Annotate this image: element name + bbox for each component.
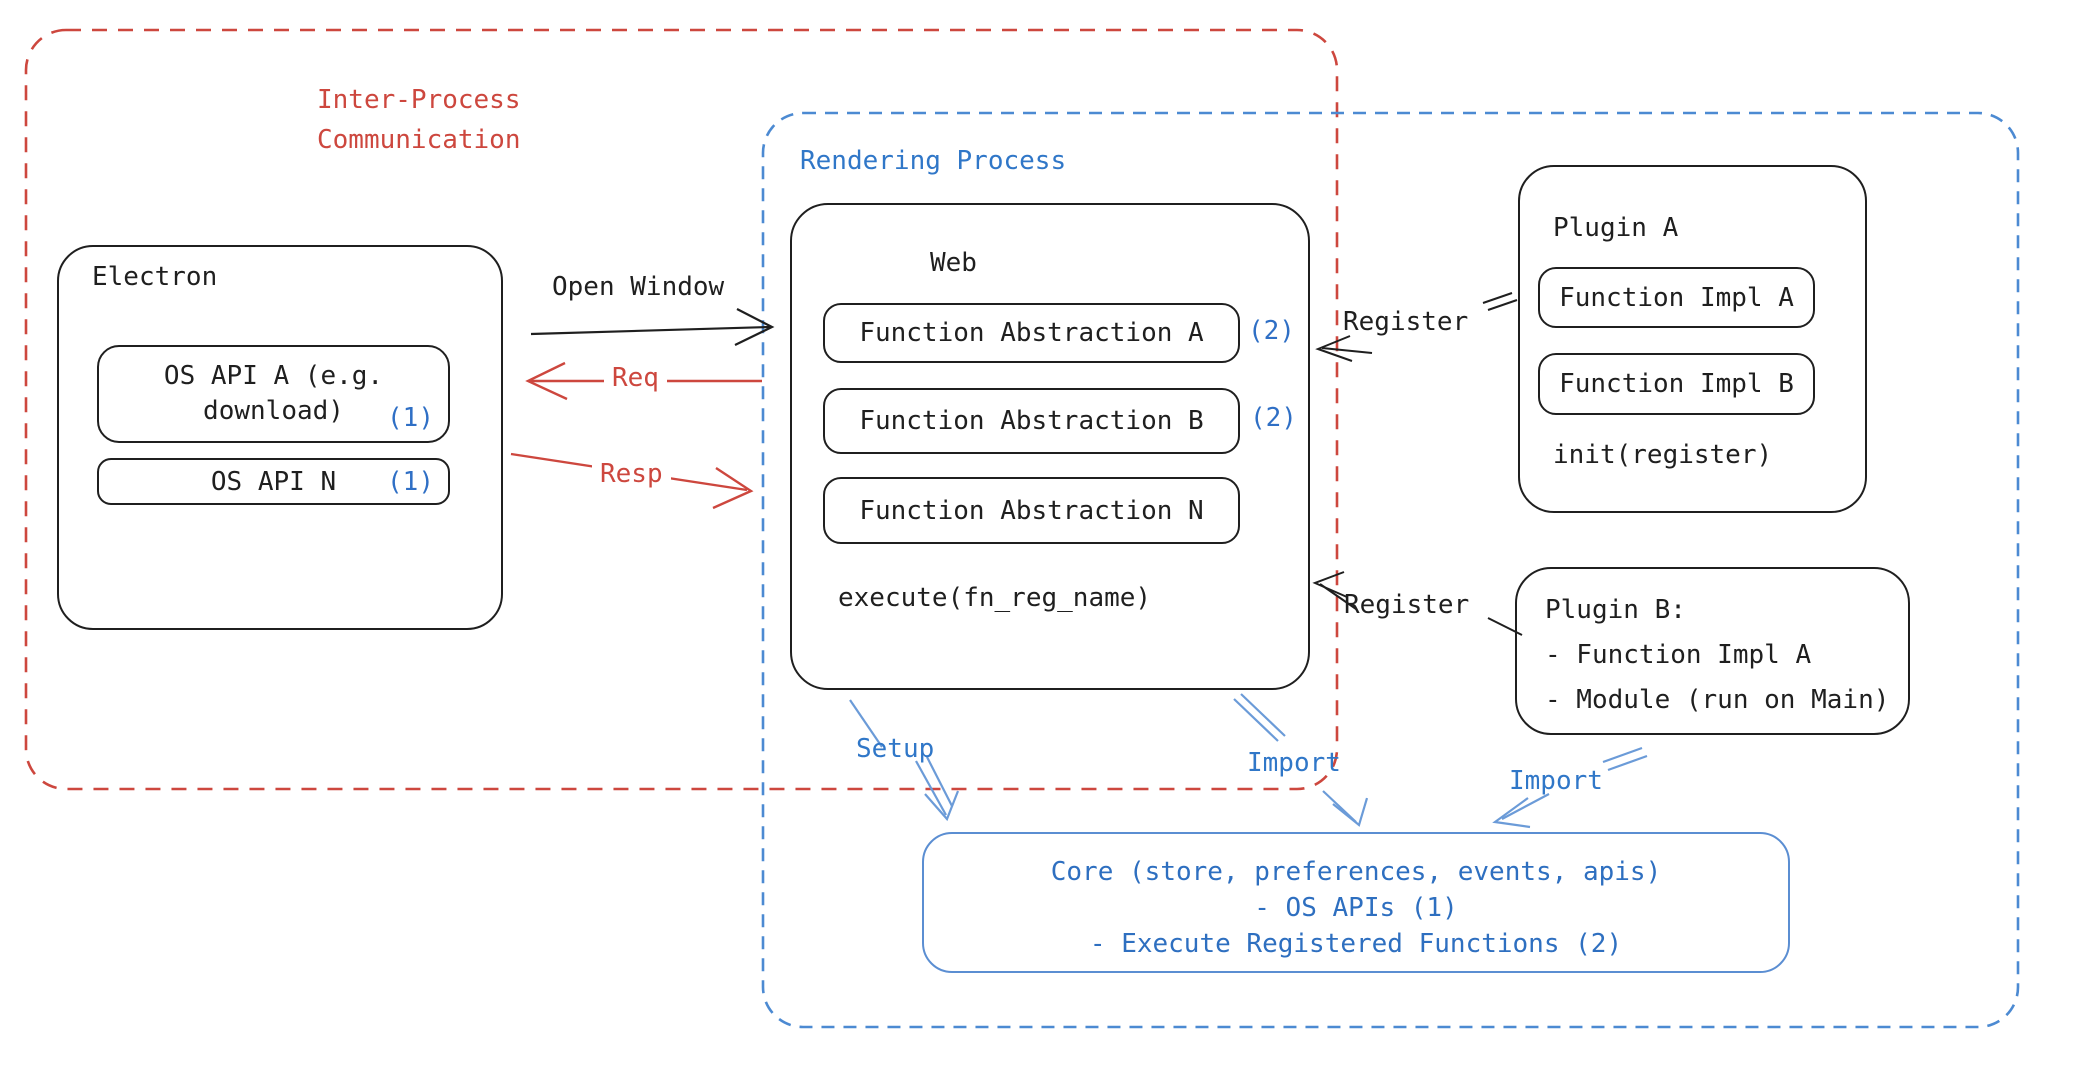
import-web-connector <box>1233 693 1286 742</box>
register-a-connector <box>1482 292 1518 311</box>
resp-label: Resp <box>592 459 671 489</box>
os-api-a-badge: (1) <box>387 403 434 433</box>
function-abstraction-b-label: Function Abstraction B <box>859 406 1204 436</box>
function-abstraction-n-box: Function Abstraction N <box>823 477 1240 544</box>
electron-box <box>57 245 503 630</box>
os-api-a-box: OS API A (e.g. download) (1) <box>97 345 450 443</box>
function-abstraction-n-label: Function Abstraction N <box>859 495 1204 526</box>
function-impl-a-label: Function Impl A <box>1559 282 1794 313</box>
plugin-b-title: Plugin B: <box>1545 595 1686 625</box>
register-a-label: Register <box>1343 307 1469 337</box>
setup-connector <box>849 699 883 748</box>
rendering-group-label: Rendering Process <box>800 146 1067 176</box>
open-window-label: Open Window <box>552 272 725 302</box>
web-box <box>790 203 1310 690</box>
register-b-arrow <box>1312 571 1357 610</box>
electron-title: Electron <box>92 262 218 292</box>
register-a-arrow <box>1315 335 1373 362</box>
plugin-a-init-label: init(register) <box>1553 440 1773 470</box>
plugin-b-line-module: - Module (run on Main) <box>1545 685 1890 715</box>
import-plugin-label: Import <box>1509 766 1603 796</box>
os-api-n-label: OS API N <box>210 466 337 497</box>
function-abstraction-a-badge: (2) <box>1248 316 1295 346</box>
import-plugin-connector <box>1602 746 1648 772</box>
core-line-execute: - Execute Registered Functions (2) <box>1089 929 1623 959</box>
function-impl-b-label: Function Impl B <box>1559 369 1794 399</box>
rendering-boundary <box>761 111 2020 1029</box>
plugin-a-title: Plugin A <box>1553 213 1679 243</box>
core-box: Core (store, preferences, events, apis) … <box>922 832 1790 973</box>
function-abstraction-b-box: Function Abstraction B <box>823 388 1240 454</box>
function-abstraction-b-badge: (2) <box>1250 403 1297 433</box>
function-abstraction-a-box: Function Abstraction A <box>823 303 1240 363</box>
function-abstraction-a-label: Function Abstraction A <box>859 318 1204 348</box>
execute-label: execute(fn_reg_name) <box>838 583 1152 613</box>
core-line-title: Core (store, preferences, events, apis) <box>1050 857 1662 887</box>
plugin-b-box <box>1515 567 1910 735</box>
plugin-b-line-impl-a: - Function Impl A <box>1545 640 1812 670</box>
setup-label: Setup <box>856 734 935 764</box>
import-web-label: Import <box>1247 748 1341 778</box>
os-api-n-badge: (1) <box>387 466 434 497</box>
register-b-label: Register <box>1344 590 1470 620</box>
function-impl-a-box: Function Impl A <box>1538 267 1815 328</box>
os-api-a-label: OS API A (e.g. download) <box>163 360 384 426</box>
plugin-a-box <box>1518 165 1867 513</box>
web-title: Web <box>930 248 977 278</box>
import-web-arrow <box>1322 790 1369 827</box>
core-line-os-apis: - OS APIs (1) <box>1254 893 1458 923</box>
req-label: Req <box>604 363 667 393</box>
import-plugin-arrow <box>1492 793 1550 829</box>
setup-arrow <box>915 756 960 822</box>
ipc-boundary <box>24 28 1339 791</box>
function-impl-b-box: Function Impl B <box>1538 353 1815 415</box>
open-window-arrow <box>530 308 775 346</box>
ipc-group-label: Inter-Process Communication <box>317 85 521 155</box>
os-api-n-box: OS API N (1) <box>97 458 450 505</box>
